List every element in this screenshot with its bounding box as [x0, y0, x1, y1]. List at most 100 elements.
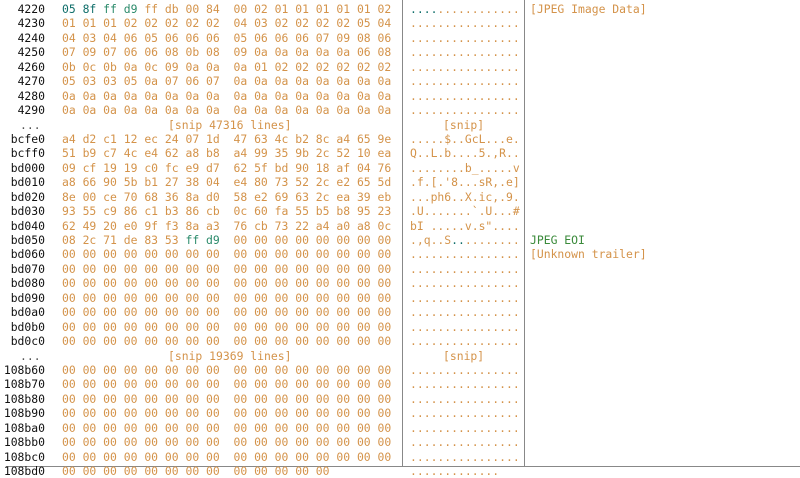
hex-byte: 00 [144, 276, 159, 291]
hex-byte: 03 [103, 74, 117, 89]
hex-byte: 0a [144, 74, 159, 89]
hex-byte: 00 [233, 449, 248, 464]
hex-byte: 00 [82, 334, 97, 349]
hex-byte: 00 [254, 319, 268, 334]
snip-ellipsis: ... [20, 348, 41, 363]
hex-byte: 0a [82, 88, 97, 103]
hex-byte: 0a [377, 103, 392, 118]
hex-byte: b8 [336, 204, 351, 219]
hex-byte: 02 [185, 16, 200, 31]
hex-byte: 00 [274, 391, 289, 406]
hex-byte: 01 [295, 2, 309, 16]
hex-byte: 00 [274, 319, 289, 334]
hex-byte: d0 [206, 189, 220, 204]
region-annotation: [JPEG Image Data] [530, 2, 647, 16]
hex-byte: 47 [233, 131, 248, 146]
hex-byte: 0a [254, 88, 268, 103]
hex-bytes: 07 09 07 06 06 08 0b 08 09 0a 0a 0a 0a 0… [62, 45, 391, 59]
hex-byte: 00 [103, 305, 117, 320]
hex-byte: 63 [254, 131, 268, 146]
hex-byte: 00 [356, 435, 371, 450]
hex-byte: 0a [62, 88, 76, 103]
hex-byte: 00 [336, 449, 351, 464]
hex-byte: 00 [206, 334, 220, 349]
hex-byte: 52 [336, 146, 351, 161]
hex-byte: 0a [185, 59, 200, 74]
hex-byte: de [123, 233, 138, 247]
hex-byte: 2c [315, 146, 330, 161]
hex-byte: d2 [82, 131, 97, 146]
hex-byte: 00 [206, 435, 220, 450]
row-offset: 108b80 [3, 391, 45, 406]
ascii-text: ................ [410, 334, 520, 349]
ascii-text: ................ [410, 103, 520, 118]
row-offset: bd0a0 [10, 305, 45, 320]
hex-byte: 00 [164, 290, 179, 305]
hex-byte: 4c [123, 146, 138, 161]
hex-bytes: a8 66 90 5b b1 27 38 04 e4 80 73 52 2c e… [62, 175, 391, 189]
hex-byte: 00 [144, 406, 159, 421]
row-offset: bd020 [10, 189, 45, 204]
hex-byte: 00 [336, 305, 351, 320]
hex-byte: ea [336, 189, 351, 204]
snip-label: [snip 47316 lines] [168, 117, 292, 132]
row-offset: 4230 [17, 16, 45, 31]
hex-byte: 00 [103, 435, 117, 450]
hex-byte: 00 [377, 276, 392, 291]
hex-byte: 60 [254, 204, 268, 219]
hex-byte: 0a [295, 45, 309, 60]
hex-byte: 00 [377, 362, 392, 377]
hex-byte: 00 [377, 233, 392, 247]
hex-byte: 00 [254, 449, 268, 464]
hex-byte: 02 [254, 2, 268, 16]
hex-byte: 00 [295, 290, 309, 305]
hex-byte: 0a [295, 74, 309, 89]
hex-byte: d9 [206, 233, 220, 247]
hex-byte: 00 [185, 449, 200, 464]
hex-byte: 95 [356, 204, 371, 219]
hex-byte: 05 [356, 16, 371, 31]
hex-byte: 0a [274, 103, 289, 118]
hex-byte: 06 [123, 45, 138, 60]
hex-byte: 00 [144, 449, 159, 464]
hex-byte: 00 [254, 362, 268, 377]
hex-byte: 09 [82, 45, 97, 60]
hex-byte: 00 [206, 290, 220, 305]
hex-byte: 00 [233, 261, 248, 276]
hex-byte: 00 [315, 420, 330, 435]
hex-byte: 00 [254, 406, 268, 421]
hex-byte: 00 [233, 2, 248, 16]
hex-byte: 00 [356, 406, 371, 421]
hex-byte: 0a [315, 45, 330, 60]
row-offset: bd010 [10, 175, 45, 190]
ascii-text: ........b_.....v [410, 160, 520, 175]
ascii-text: ................ [410, 247, 520, 262]
ascii-text: ................ [410, 59, 520, 74]
hex-byte: 00 [185, 464, 200, 478]
row-offset: bcfe0 [10, 131, 45, 146]
hex-byte: 0a [103, 88, 117, 103]
hex-byte: 00 [336, 435, 351, 450]
hex-byte: 00 [82, 391, 97, 406]
hex-bytes: 09 cf 19 19 c0 fc e9 d7 62 5f bd 90 18 a… [62, 161, 391, 175]
hex-byte: 02 [336, 16, 351, 31]
hex-byte: 0a [206, 88, 220, 103]
hex-byte: 00 [377, 305, 392, 320]
hex-byte: 00 [295, 247, 309, 262]
hex-byte: 00 [123, 247, 138, 262]
hex-bytes: 93 55 c9 86 c1 b3 86 cb 0c 60 fa 55 b5 b… [62, 204, 391, 218]
hex-byte: 5d [377, 175, 392, 190]
row-offset: bd0c0 [10, 334, 45, 349]
hex-byte: 00 [185, 406, 200, 421]
hex-byte: 00 [144, 247, 159, 262]
hex-byte: 00 [206, 261, 220, 276]
hex-byte: 00 [295, 261, 309, 276]
hex-byte: 0a [336, 103, 351, 118]
hex-bytes: 00 00 00 00 00 00 00 00 00 00 00 00 00 0… [62, 406, 391, 420]
row-offset: 4270 [17, 74, 45, 89]
hex-byte: 00 [123, 435, 138, 450]
